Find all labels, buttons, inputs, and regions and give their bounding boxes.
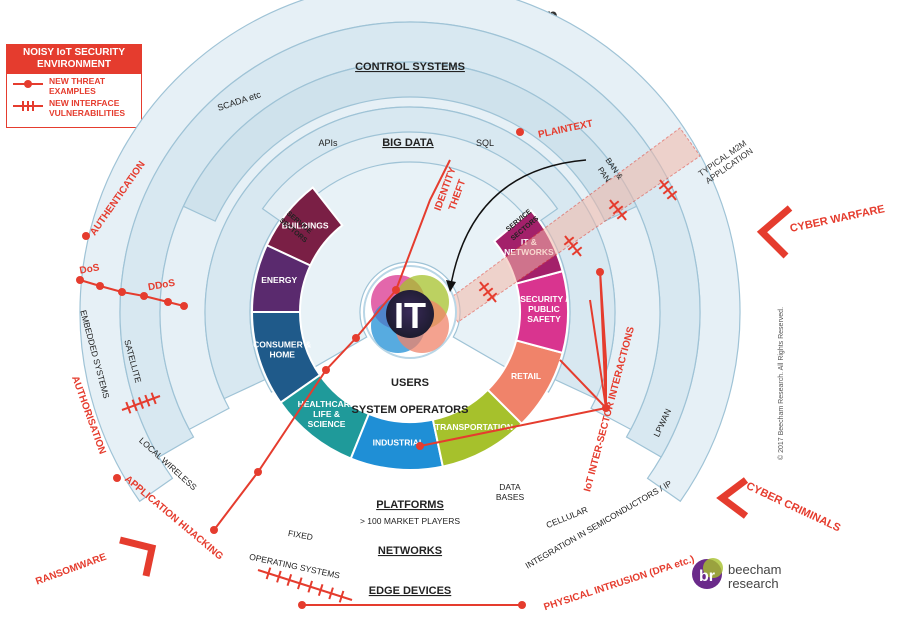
- operating-systems-label: OPERATING SYSTEMS: [248, 552, 341, 581]
- platforms-label: PLATFORMS: [376, 499, 444, 511]
- cyber-criminals-arrow: [716, 477, 749, 519]
- plaintext-dot: [516, 128, 524, 136]
- sector-label-consumer: CONSUMER &HOME: [253, 339, 311, 359]
- physical-dot-2: [518, 601, 526, 609]
- legend: NOISY IoT SECURITY ENVIRONMENT NEW THREA…: [6, 44, 142, 128]
- data-bases-label-2: BASES: [496, 492, 525, 502]
- dos-dot-0: [76, 276, 84, 284]
- copyright: © 2017 Beecham Research. All Rights Rese…: [777, 307, 785, 460]
- dos-dot-5: [180, 302, 188, 310]
- identity-dot-2: [322, 366, 330, 374]
- ransomware-arrow: [119, 536, 157, 577]
- inter-sector-lines: [419, 269, 608, 447]
- dos-dot-4: [164, 298, 172, 306]
- sector-retail: [486, 339, 564, 426]
- sql-label: SQL: [476, 138, 494, 148]
- app-hijacking-dot: [113, 474, 121, 482]
- ransomware-label: RANSOMWARE: [34, 552, 108, 588]
- authentication-dot: [82, 232, 90, 240]
- sector-label-industrial: INDUSTRIAL: [373, 437, 424, 447]
- data-bases-label-1: DATA: [499, 482, 521, 492]
- cyber-criminals-label: CYBER CRIMINALS: [744, 480, 842, 534]
- svg-text:TYPICAL M2M APPLICATIO: TYPICAL M2M APPLICATION: [696, 137, 756, 187]
- sector-energy: [250, 243, 312, 313]
- app-hijacking-label: APPLICATION HIJACKING: [122, 474, 225, 563]
- cyber-warfare-arrow: [756, 205, 793, 259]
- control-systems-band: [182, 61, 638, 222]
- cyber-warfare-label: CYBER WARFARE: [789, 203, 886, 235]
- legend-header: NOISY IoT SECURITY ENVIRONMENT: [7, 45, 141, 74]
- sector-industrial: [349, 412, 445, 471]
- beecham-logo: br beecham research: [692, 558, 781, 591]
- apis-label: APIs: [318, 138, 338, 148]
- it-core: IT: [363, 265, 457, 359]
- logo-text-1: beecham: [728, 562, 781, 577]
- sector-buildings: [265, 186, 344, 267]
- fixed-label: FIXED: [287, 528, 313, 542]
- networks-label: NETWORKS: [378, 545, 442, 557]
- m2m-hatch-3: [478, 281, 498, 303]
- m2m-hatch-4: [658, 179, 678, 201]
- sector-label-transportation: TRANSPORTATION: [435, 422, 513, 432]
- os-vuln-hatch: [257, 567, 353, 603]
- dos-dot-3: [140, 292, 148, 300]
- identity-dot-3: [352, 334, 360, 342]
- ban-pan-arrow: [449, 159, 587, 291]
- ddos-label: DDoS: [147, 278, 176, 294]
- control-systems-label: CONTROL SYSTEMS: [355, 61, 465, 73]
- physical-dot-1: [298, 601, 306, 609]
- sector-security: [515, 269, 569, 355]
- sector-label-energy: ENERGY: [261, 275, 297, 285]
- market-players-label: > 100 MARKET PLAYERS: [360, 516, 460, 526]
- inter-sector-dot-2: [416, 442, 424, 450]
- big-data-band: [261, 131, 559, 227]
- satellite-vuln-hatch: [121, 392, 161, 414]
- dos-dot-1: [96, 282, 104, 290]
- identity-theft-line: [213, 159, 451, 531]
- logo-text-2: research: [728, 576, 779, 591]
- identity-dot-1: [254, 468, 262, 476]
- it-label: IT: [394, 295, 426, 336]
- edge-devices-label: EDGE DEVICES: [369, 585, 452, 597]
- m2m-hatch-1: [608, 199, 628, 221]
- inter-sector-dot-1: [596, 268, 604, 276]
- threat-line-icon: [13, 80, 43, 88]
- sector-consumer: [250, 311, 322, 405]
- dos-label: DoS: [79, 262, 101, 276]
- dos-dot-2: [118, 288, 126, 296]
- users-label: USERS: [391, 377, 429, 389]
- m2m-hatch-2: [563, 235, 583, 257]
- identity-dot-0: [210, 526, 218, 534]
- system-operators-label: SYSTEM OPERATORS: [352, 404, 469, 416]
- logo-mark: br: [699, 568, 715, 585]
- interface-line-icon: [13, 101, 43, 111]
- big-data-label: BIG DATA: [382, 137, 434, 149]
- physical-intrusion-label: PHYSICAL INTRUSION (DPA etc.): [543, 554, 696, 613]
- inter-sector-hub: [602, 404, 610, 412]
- cellular-label: CELLULAR: [545, 504, 589, 530]
- sector-healthcare: [279, 373, 371, 460]
- identity-dot-4: [392, 286, 400, 294]
- sector-label-retail: RETAIL: [511, 371, 541, 381]
- sector-label-buildings: BUILDINGS: [282, 221, 329, 231]
- ban-pan-arrowhead: [446, 280, 456, 292]
